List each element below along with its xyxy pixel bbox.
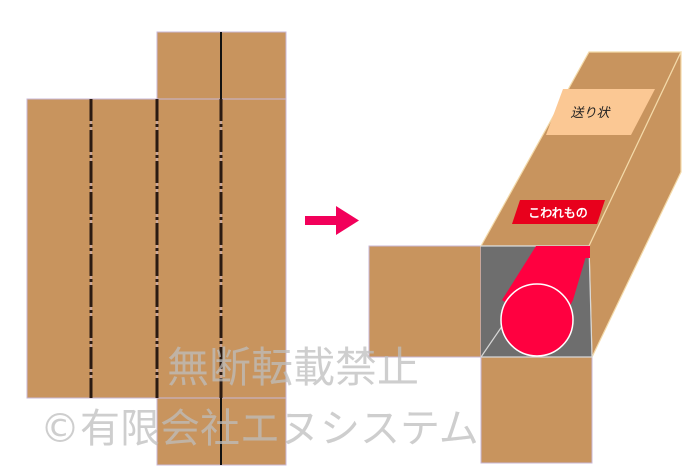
panel-4: [220, 98, 287, 399]
flat-box-net: [26, 31, 287, 466]
right-arrow-icon: [305, 206, 359, 235]
shipping-label-text: 送り状: [570, 106, 611, 121]
panel-3: [156, 98, 222, 399]
assembled-box: 送り状 こわれもの: [368, 51, 682, 464]
fragile-label-text: こわれもの: [528, 206, 587, 220]
watermark-line-1: 無断転載禁止: [167, 343, 419, 392]
watermark: 無断転載禁止 ©有限会社エヌシステム: [40, 343, 479, 452]
watermark-line-2: ©有限会社エヌシステム: [40, 406, 479, 452]
open-flap-bottom: [480, 356, 593, 464]
open-flap-left: [368, 245, 482, 358]
shipping-label: 送り状: [546, 89, 655, 135]
panel-1: [26, 98, 92, 399]
fragile-label: こわれもの: [512, 200, 605, 224]
cylinder-item: [500, 246, 590, 357]
panel-2: [90, 98, 158, 399]
